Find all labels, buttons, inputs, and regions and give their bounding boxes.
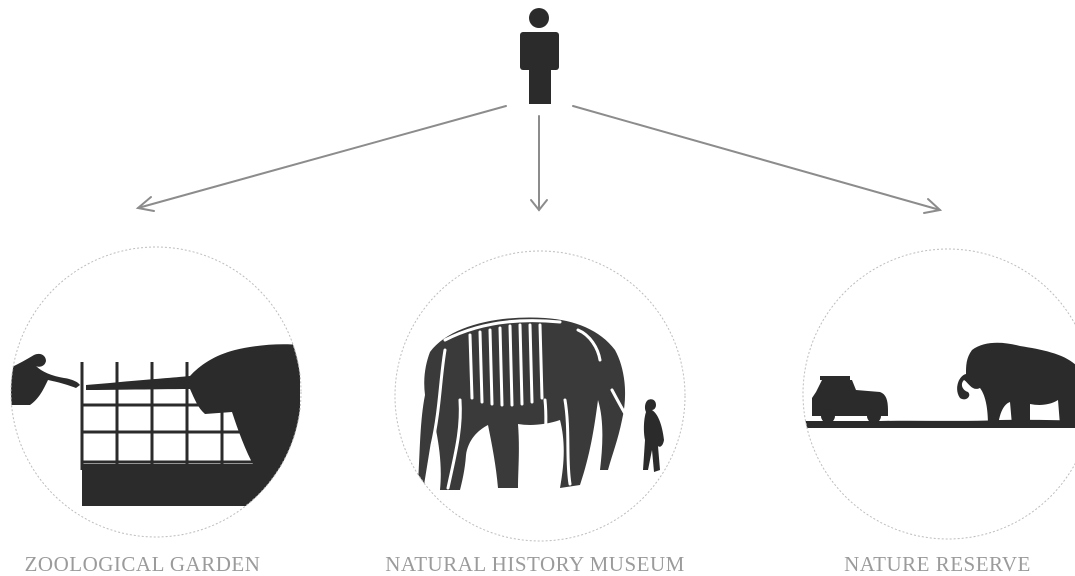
reserve-circle xyxy=(800,249,1075,539)
safari-elephant-icon xyxy=(800,343,1075,428)
museum-label: NATURAL HISTORY MUSEUM xyxy=(370,552,700,576)
arrow-to-reserve xyxy=(573,106,940,213)
person-icon xyxy=(520,8,559,104)
elephant-skeleton-icon xyxy=(418,317,664,490)
museum-circle xyxy=(395,251,685,541)
arrow-to-zoo xyxy=(138,106,506,211)
arrow-to-museum xyxy=(531,116,547,210)
reserve-label: NATURE RESERVE xyxy=(800,552,1075,576)
elephant-behind-fence-icon xyxy=(10,344,302,506)
zoo-label: ZOOLOGICAL GARDEN xyxy=(0,552,285,576)
zoo-circle xyxy=(10,247,302,537)
jeep-icon xyxy=(812,376,888,423)
